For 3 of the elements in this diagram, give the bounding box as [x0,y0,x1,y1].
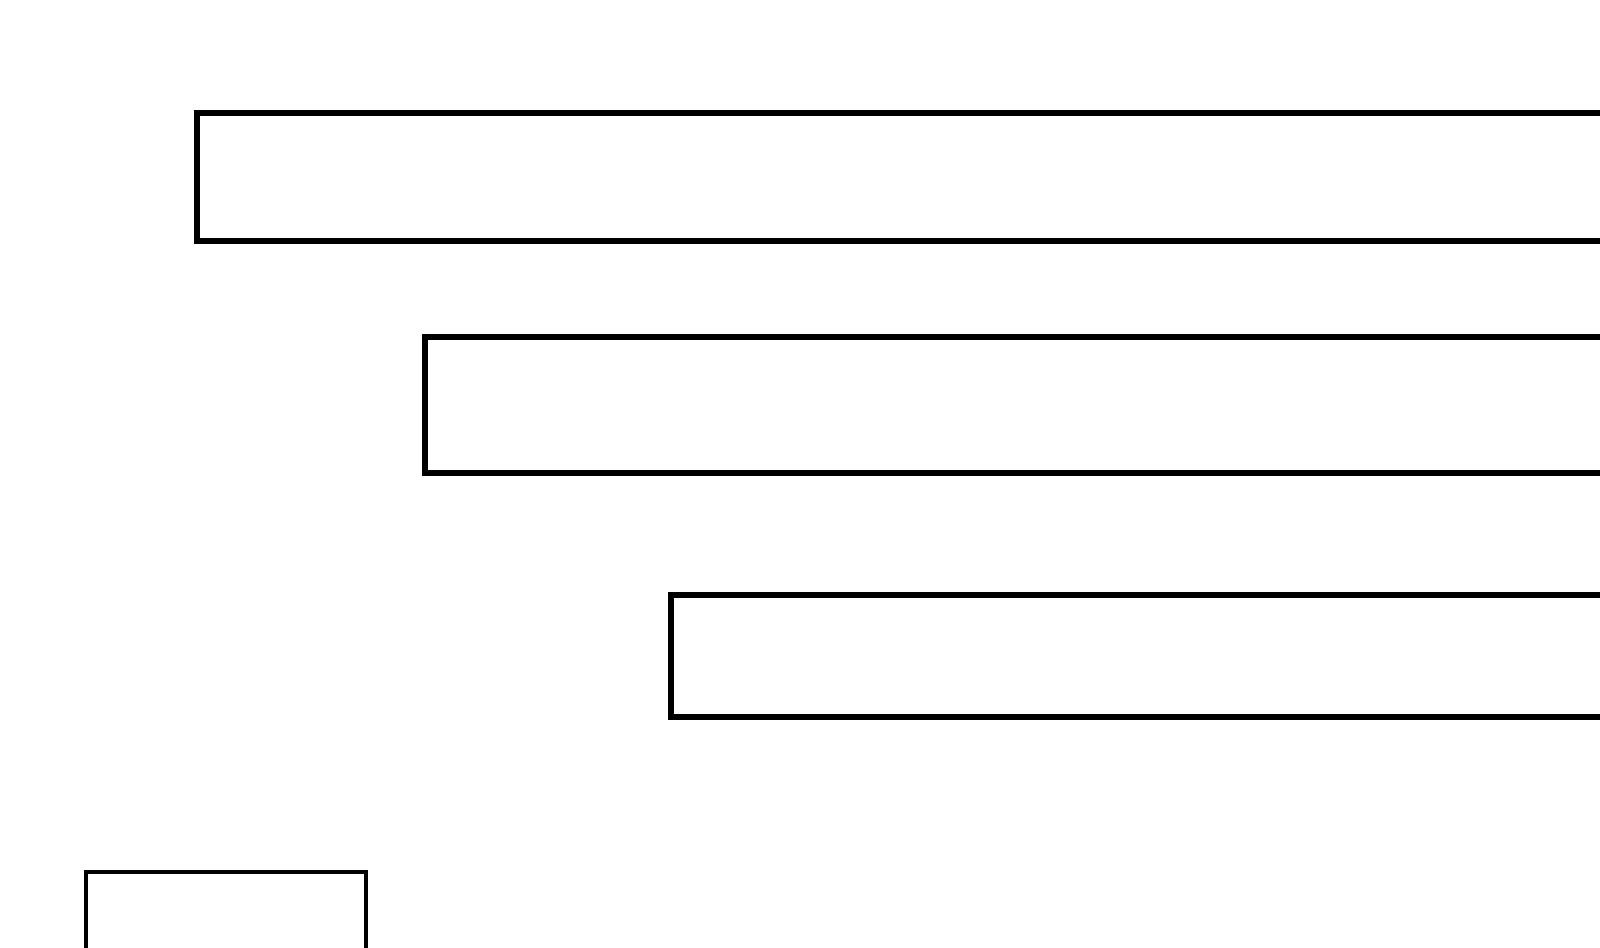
empty-box [422,334,1600,476]
empty-box [668,592,1600,720]
empty-box [194,110,1600,244]
